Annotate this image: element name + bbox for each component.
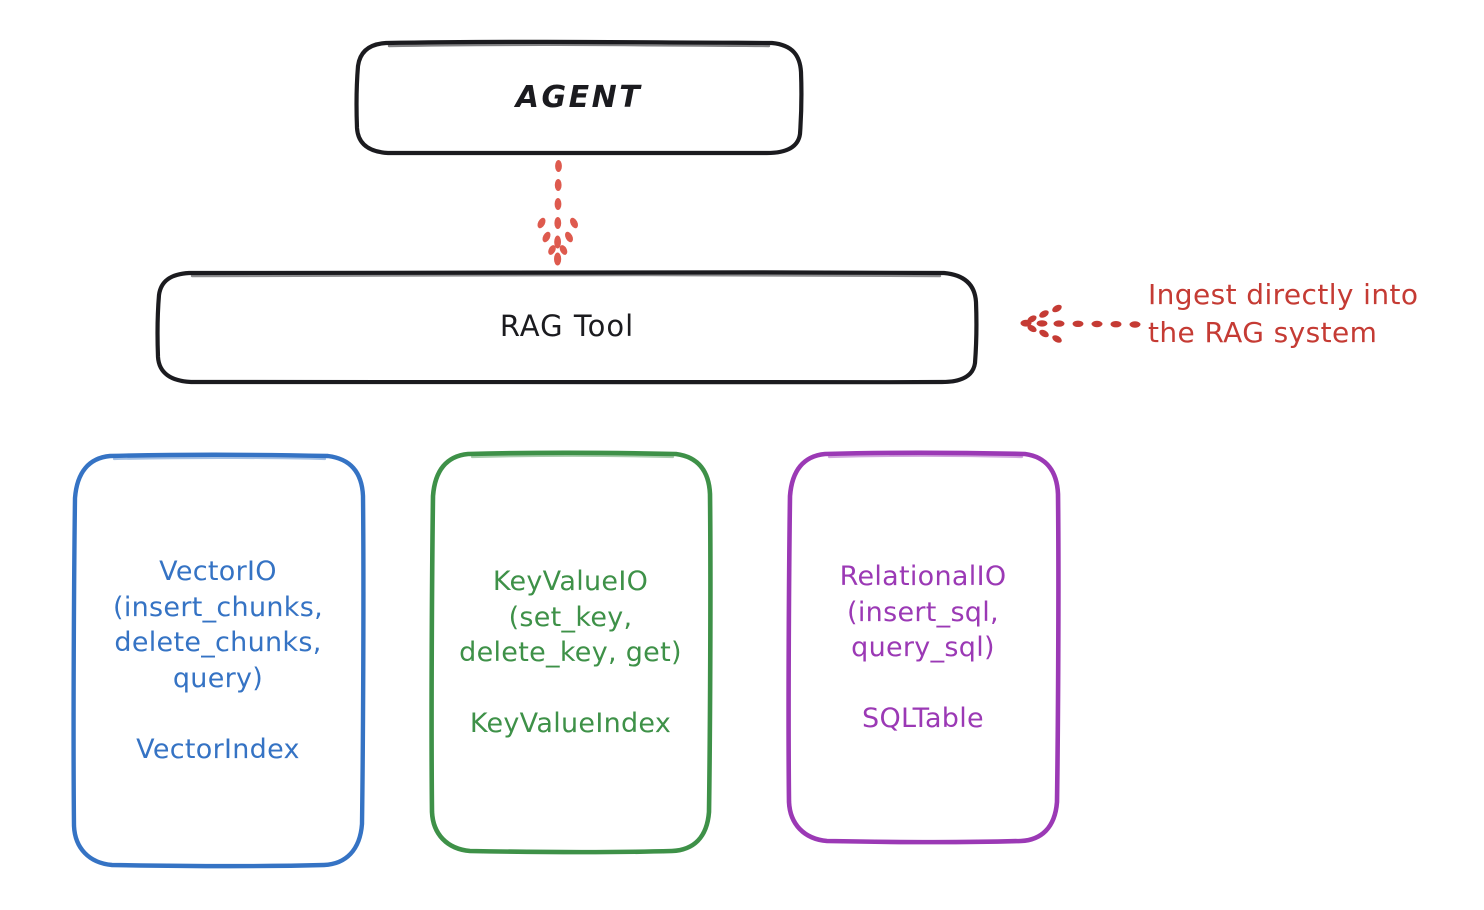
ragtool-node[interactable]: RAG Tool — [155, 269, 979, 385]
agent-node-label: AGENT — [515, 80, 643, 115]
vectorio-node-label: VectorIO (insert_chunks, delete_chunks, … — [113, 556, 323, 766]
vectorio-node[interactable]: VectorIO (insert_chunks, delete_chunks, … — [70, 452, 366, 870]
agent-node[interactable]: AGENT — [354, 39, 804, 156]
ragtool-node-label: RAG Tool — [499, 309, 635, 344]
ingest-annotation-arrow — [1020, 304, 1141, 343]
relationalio-node-label: RelationalIO (insert_sql, query_sql) SQL… — [839, 560, 1007, 735]
agent-to-ragtool-arrow — [537, 160, 578, 266]
relationalio-node[interactable]: RelationalIO (insert_sql, query_sql) SQL… — [785, 450, 1061, 846]
keyvalueio-node-label: KeyValueIO (set_key, delete_key, get) Ke… — [459, 565, 682, 740]
ingest-annotation-text: Ingest directly into the RAG system — [1148, 278, 1419, 349]
keyvalueio-node[interactable]: KeyValueIO (set_key, delete_key, get) Ke… — [428, 450, 713, 856]
